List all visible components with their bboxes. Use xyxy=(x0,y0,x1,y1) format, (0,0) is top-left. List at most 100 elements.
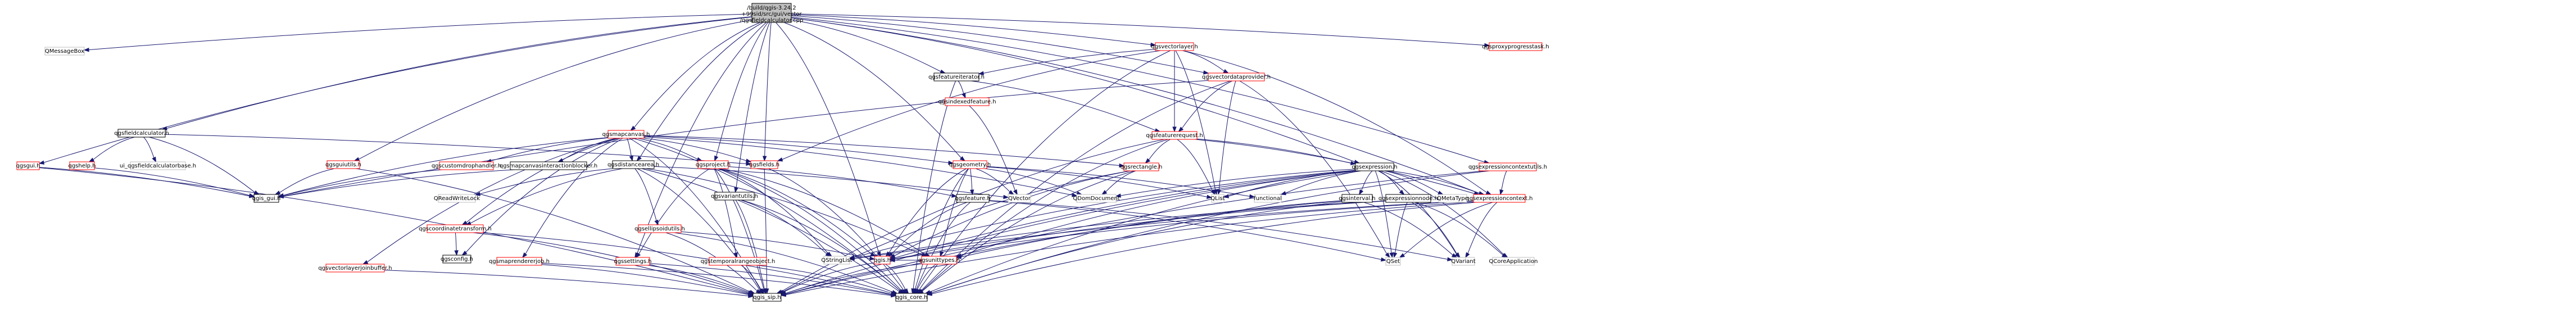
dependency-edge xyxy=(775,22,879,252)
node-qgsproxyprogresstask-h[interactable]: qgsproxyprogresstask.h xyxy=(1482,42,1549,51)
node-label: QDomDocument xyxy=(1073,196,1119,202)
node-qgsfeatureiterator-h[interactable]: qgsfeatureiterator.h xyxy=(928,72,985,81)
dependency-edge xyxy=(894,201,1474,260)
node-qgsdistancearea-h[interactable]: qgsdistancearea.h xyxy=(607,160,659,169)
edge-arrowhead xyxy=(1223,69,1230,74)
node-qgis-core-h[interactable]: qgis_core.h xyxy=(895,293,928,302)
dependency-edge xyxy=(541,264,749,295)
node-qgsinterval-h[interactable]: qgsinterval.h xyxy=(1339,194,1376,203)
node-qgsmapcanvas-h[interactable]: qgsmapcanvas.h xyxy=(602,130,650,139)
node-qgsgeometry-h[interactable]: qgsgeometry.h xyxy=(949,160,991,169)
node-qgstemporalrangeobject-h[interactable]: qgstemporalrangeobject.h xyxy=(701,257,775,266)
edge-arrowhead xyxy=(1399,253,1405,258)
dependency-edge xyxy=(643,136,1073,196)
edge-arrowhead xyxy=(778,289,784,294)
dependency-edge xyxy=(641,168,900,292)
node-qgssettings-h[interactable]: qgssettings.h xyxy=(614,257,652,266)
node-qset[interactable]: QSet xyxy=(1385,257,1401,266)
dependency-edge xyxy=(736,22,770,188)
edge-arrowhead xyxy=(745,158,752,163)
dependency-edge xyxy=(735,199,765,289)
node-label: qgstemporalrangeobject.h xyxy=(701,259,775,265)
node-qgsexpressioncontext-h[interactable]: qgsexpressioncontext.h xyxy=(1466,194,1533,203)
node-qgsgui-h[interactable]: qgsgui.h xyxy=(16,161,40,170)
node-qgis-h[interactable]: qgis.h xyxy=(874,256,891,265)
edge-arrowhead xyxy=(918,289,924,294)
node-qgsproject-h[interactable]: qgsproject.h xyxy=(696,160,731,169)
node-label: QList xyxy=(1210,196,1224,202)
dependency-edge xyxy=(283,169,515,197)
edge-arrowhead xyxy=(747,290,754,294)
node-qgsconfig-h[interactable]: qgsconfig.h xyxy=(441,255,473,264)
dependency-edge xyxy=(983,49,1156,74)
node-qgsguiutils-h[interactable]: qgsguiutils.h xyxy=(325,160,361,169)
node-qgsfeature-h[interactable]: qgsfeature.h xyxy=(955,194,991,203)
node-label: qgsdistancearea.h xyxy=(607,162,659,168)
node-qvector[interactable]: QVector xyxy=(1008,194,1031,203)
dependency-edge xyxy=(782,170,1130,292)
node-label: QSet xyxy=(1386,259,1400,265)
dependency-edge xyxy=(637,138,698,160)
edge-arrowhead xyxy=(734,187,738,193)
node-qgsfieldcalculator-h[interactable]: qgsfieldcalculator.h xyxy=(114,129,169,138)
node-qgscustomdrophandler-h[interactable]: qgscustomdrophandler.h xyxy=(432,161,501,170)
node-qlist[interactable]: QList xyxy=(1210,194,1225,203)
node-qvariant[interactable]: QVariant xyxy=(1451,257,1476,266)
node-box xyxy=(1473,194,1526,203)
node-label: qgsfields.h xyxy=(749,162,779,168)
dependency-edge xyxy=(643,138,747,161)
node-qgsrectangle-h[interactable]: qgsrectangle.h xyxy=(1121,162,1163,171)
dependency-edge xyxy=(888,168,967,253)
node-qgsmaprendererjob-h[interactable]: qgsmaprendererjob.h xyxy=(489,257,550,266)
node-box xyxy=(325,264,385,273)
node-label: qgsrectangle.h xyxy=(1121,164,1163,170)
node-qgsmapcanvasinteractionblocker-h[interactable]: qgsmapcanvasinteractionblocker.h xyxy=(500,161,597,170)
node-box xyxy=(709,257,767,266)
node-qgsvectorlayerjoinbuffer-h[interactable]: qgsvectorlayerjoinbuffer.h xyxy=(318,264,392,273)
node-box xyxy=(945,97,990,106)
node-qgsexpressionnode-h[interactable]: qgsexpressionnode.h xyxy=(1378,194,1438,203)
node-qmessagebox[interactable]: QMessageBox xyxy=(44,47,85,56)
node-qdomdocument[interactable]: QDomDocument xyxy=(1073,194,1120,203)
node-qgsfeaturerequest-h[interactable]: qgsfeaturerequest.h xyxy=(1146,131,1203,140)
dependency-edge xyxy=(768,168,904,291)
node-qgsexpressioncontextutils-h[interactable]: qgsexpressioncontextutils.h xyxy=(1468,162,1547,171)
node-box xyxy=(1076,194,1117,203)
node-label: qgsindexedfeature.h xyxy=(938,99,996,105)
node-functional[interactable]: functional xyxy=(1254,194,1282,203)
node-qgsexpression-h[interactable]: qgsexpression.h xyxy=(1352,162,1398,171)
node-ui-qgsfieldcalculatorbase-h[interactable]: ui_qgsfieldcalculatorbase.h xyxy=(120,161,196,170)
node-label: QVector xyxy=(1008,196,1031,202)
node-qgsunittypes-h[interactable]: qgsunittypes.h xyxy=(918,256,960,265)
node-qgsellipsoidutils-h[interactable]: qgsellipsoidutils.h xyxy=(634,224,685,233)
node-box xyxy=(117,129,166,138)
dependency-edge xyxy=(916,202,970,290)
node-label: QMetaType xyxy=(1437,196,1468,202)
edge-arrowhead xyxy=(1389,252,1394,259)
node-label: qgsexpression.h xyxy=(1352,164,1397,170)
dependency-edge xyxy=(976,168,1010,192)
edge-arrowhead xyxy=(1172,126,1177,133)
edge-arrowhead xyxy=(759,288,765,294)
node-qcoreapplication[interactable]: QCoreApplication xyxy=(1489,257,1538,266)
node-qgsvectorlayer-h[interactable]: qgsvectorlayer.h xyxy=(1151,42,1198,51)
node-qstringlist[interactable]: QStringList xyxy=(821,256,852,265)
node-qreadwritelock[interactable]: QReadWriteLock xyxy=(434,194,480,203)
node-qmetatype[interactable]: QMetaType xyxy=(1437,194,1468,203)
node-label: qgscoordinatetransform.h xyxy=(419,226,492,232)
node-qgis-sip-h[interactable]: qgis_sip.h xyxy=(752,293,782,302)
node-qgsvariantutils-h[interactable]: qgsvariantutils.h xyxy=(711,192,758,201)
node-qgsindexedfeature-h[interactable]: qgsindexedfeature.h xyxy=(938,97,996,106)
dependency-edge xyxy=(1196,138,1352,164)
node-qgshelp-h[interactable]: qgshelp.h xyxy=(68,161,96,170)
node-box xyxy=(326,160,360,169)
dependency-edge xyxy=(885,264,906,290)
node-qgsfields-h[interactable]: qgsfields.h xyxy=(749,160,779,169)
dependency-edge xyxy=(891,202,967,254)
edge-arrowhead xyxy=(1003,194,1009,199)
node-label: qgsunittypes.h xyxy=(918,257,960,264)
edge-arrowhead xyxy=(1207,194,1213,199)
node-qgsvectordataprovider-h[interactable]: qgsvectordataprovider.h xyxy=(1202,72,1271,81)
node-qgscoordinatetransform-h[interactable]: qgscoordinatetransform.h xyxy=(419,224,492,233)
node-qgis-gui-h[interactable]: qgis_gui.h xyxy=(252,194,281,203)
